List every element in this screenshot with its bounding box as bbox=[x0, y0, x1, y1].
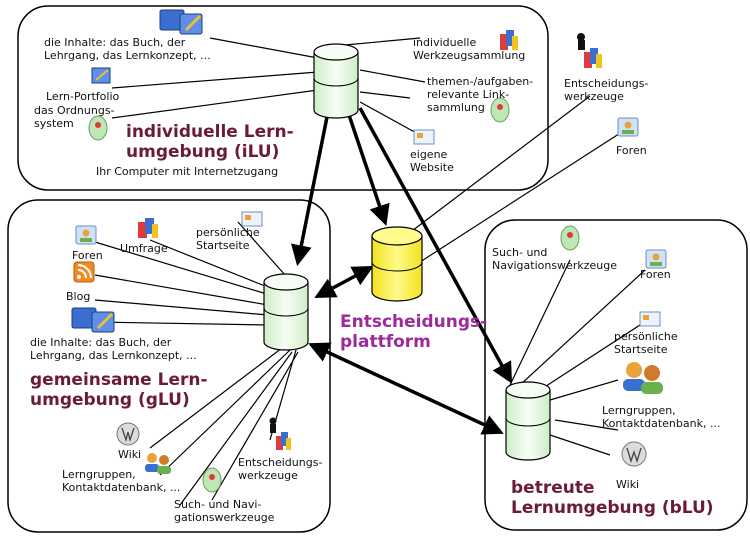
website-icon bbox=[413, 129, 435, 145]
glu-decision-label: Entscheidungs- werkzeuge bbox=[238, 456, 323, 482]
glu-content-label: die Inhalte: das Buch, der Lehrgang, das… bbox=[30, 336, 197, 362]
blu-search-label: Such- und Navigationswerkzeuge bbox=[492, 246, 617, 272]
homepage-icon bbox=[241, 211, 263, 227]
glu-forum-label: Foren bbox=[72, 249, 103, 262]
homepage-icon bbox=[639, 311, 661, 327]
forum-icon bbox=[75, 225, 97, 245]
portfolio-icon bbox=[91, 67, 111, 84]
blu-title: betreute Lernumgebung (bLU) bbox=[511, 478, 714, 518]
ilu-title: individuelle Lern- umgebung (iLU) bbox=[126, 122, 294, 162]
ilu-website-label: eigene Website bbox=[410, 148, 454, 174]
outside-decision-label: Entscheidungs- werkzeuge bbox=[564, 77, 649, 103]
glu-wiki-label: Wiki bbox=[118, 448, 142, 461]
platform-cylinder bbox=[371, 226, 423, 302]
platform-title: Entscheidungs- plattform bbox=[340, 312, 488, 352]
ilu-links-label: themen-/aufgaben- relevante Link- sammlu… bbox=[427, 75, 534, 114]
map-pin-icon bbox=[88, 115, 108, 141]
ilu-cylinder bbox=[313, 43, 359, 119]
blu-connectors bbox=[509, 259, 646, 456]
outside-forum-label: Foren bbox=[616, 144, 647, 157]
ilu-toolset-label: individuelle Werkzeugsammlung bbox=[413, 36, 526, 62]
glu-search-label: Such- und Navi- gationswerkzeuge bbox=[174, 498, 275, 524]
outside-connectors bbox=[399, 95, 626, 263]
ilu-subtitle: Ihr Computer mit Internetzugang bbox=[96, 165, 279, 178]
poll-icon bbox=[138, 218, 158, 238]
decision-tools-icon bbox=[269, 417, 291, 450]
map-pin-icon bbox=[560, 225, 580, 251]
rss-icon bbox=[73, 261, 95, 283]
group-icon bbox=[145, 453, 171, 474]
glu-blog-label: Blog bbox=[66, 290, 91, 303]
blu-wiki-label: Wiki bbox=[616, 478, 640, 491]
glu-cylinder bbox=[263, 273, 309, 351]
glu-poll-label: Umfrage bbox=[120, 242, 168, 255]
toolbox-icon bbox=[500, 30, 518, 50]
wiki-icon bbox=[116, 422, 140, 446]
map-pin-icon bbox=[490, 97, 510, 123]
map-pin-icon bbox=[202, 467, 222, 493]
books-icon bbox=[71, 307, 115, 333]
blu-cylinder bbox=[505, 381, 551, 461]
ilu-content-label: die Inhalte: das Buch, der Lehrgang, das… bbox=[44, 36, 211, 62]
ilu-connectors bbox=[111, 37, 426, 136]
forum-icon bbox=[617, 117, 639, 137]
decision-tools-icon bbox=[577, 33, 602, 68]
wiki-icon bbox=[621, 441, 647, 467]
glu-title: gemeinsame Lern- umgebung (gLU) bbox=[30, 370, 208, 410]
main-arrows bbox=[290, 107, 513, 435]
forum-icon bbox=[645, 249, 667, 269]
ilu-ordering-label: das Ordnungs- system bbox=[34, 104, 115, 130]
blu-homepage-label: persönliche Startseite bbox=[614, 330, 678, 356]
glu-homepage-label: persönliche Startseite bbox=[196, 226, 260, 252]
blu-groups-label: Lerngruppen, Kontaktdatenbank, ... bbox=[602, 404, 721, 430]
group-icon bbox=[623, 362, 663, 394]
books-icon bbox=[159, 9, 203, 35]
ilu-portfolio-label: Lern-Portfolio bbox=[46, 90, 120, 103]
glu-groups-label: Lerngruppen, Kontaktdatenbank, ... bbox=[62, 468, 181, 494]
blu-forum-label: Foren bbox=[640, 268, 671, 281]
